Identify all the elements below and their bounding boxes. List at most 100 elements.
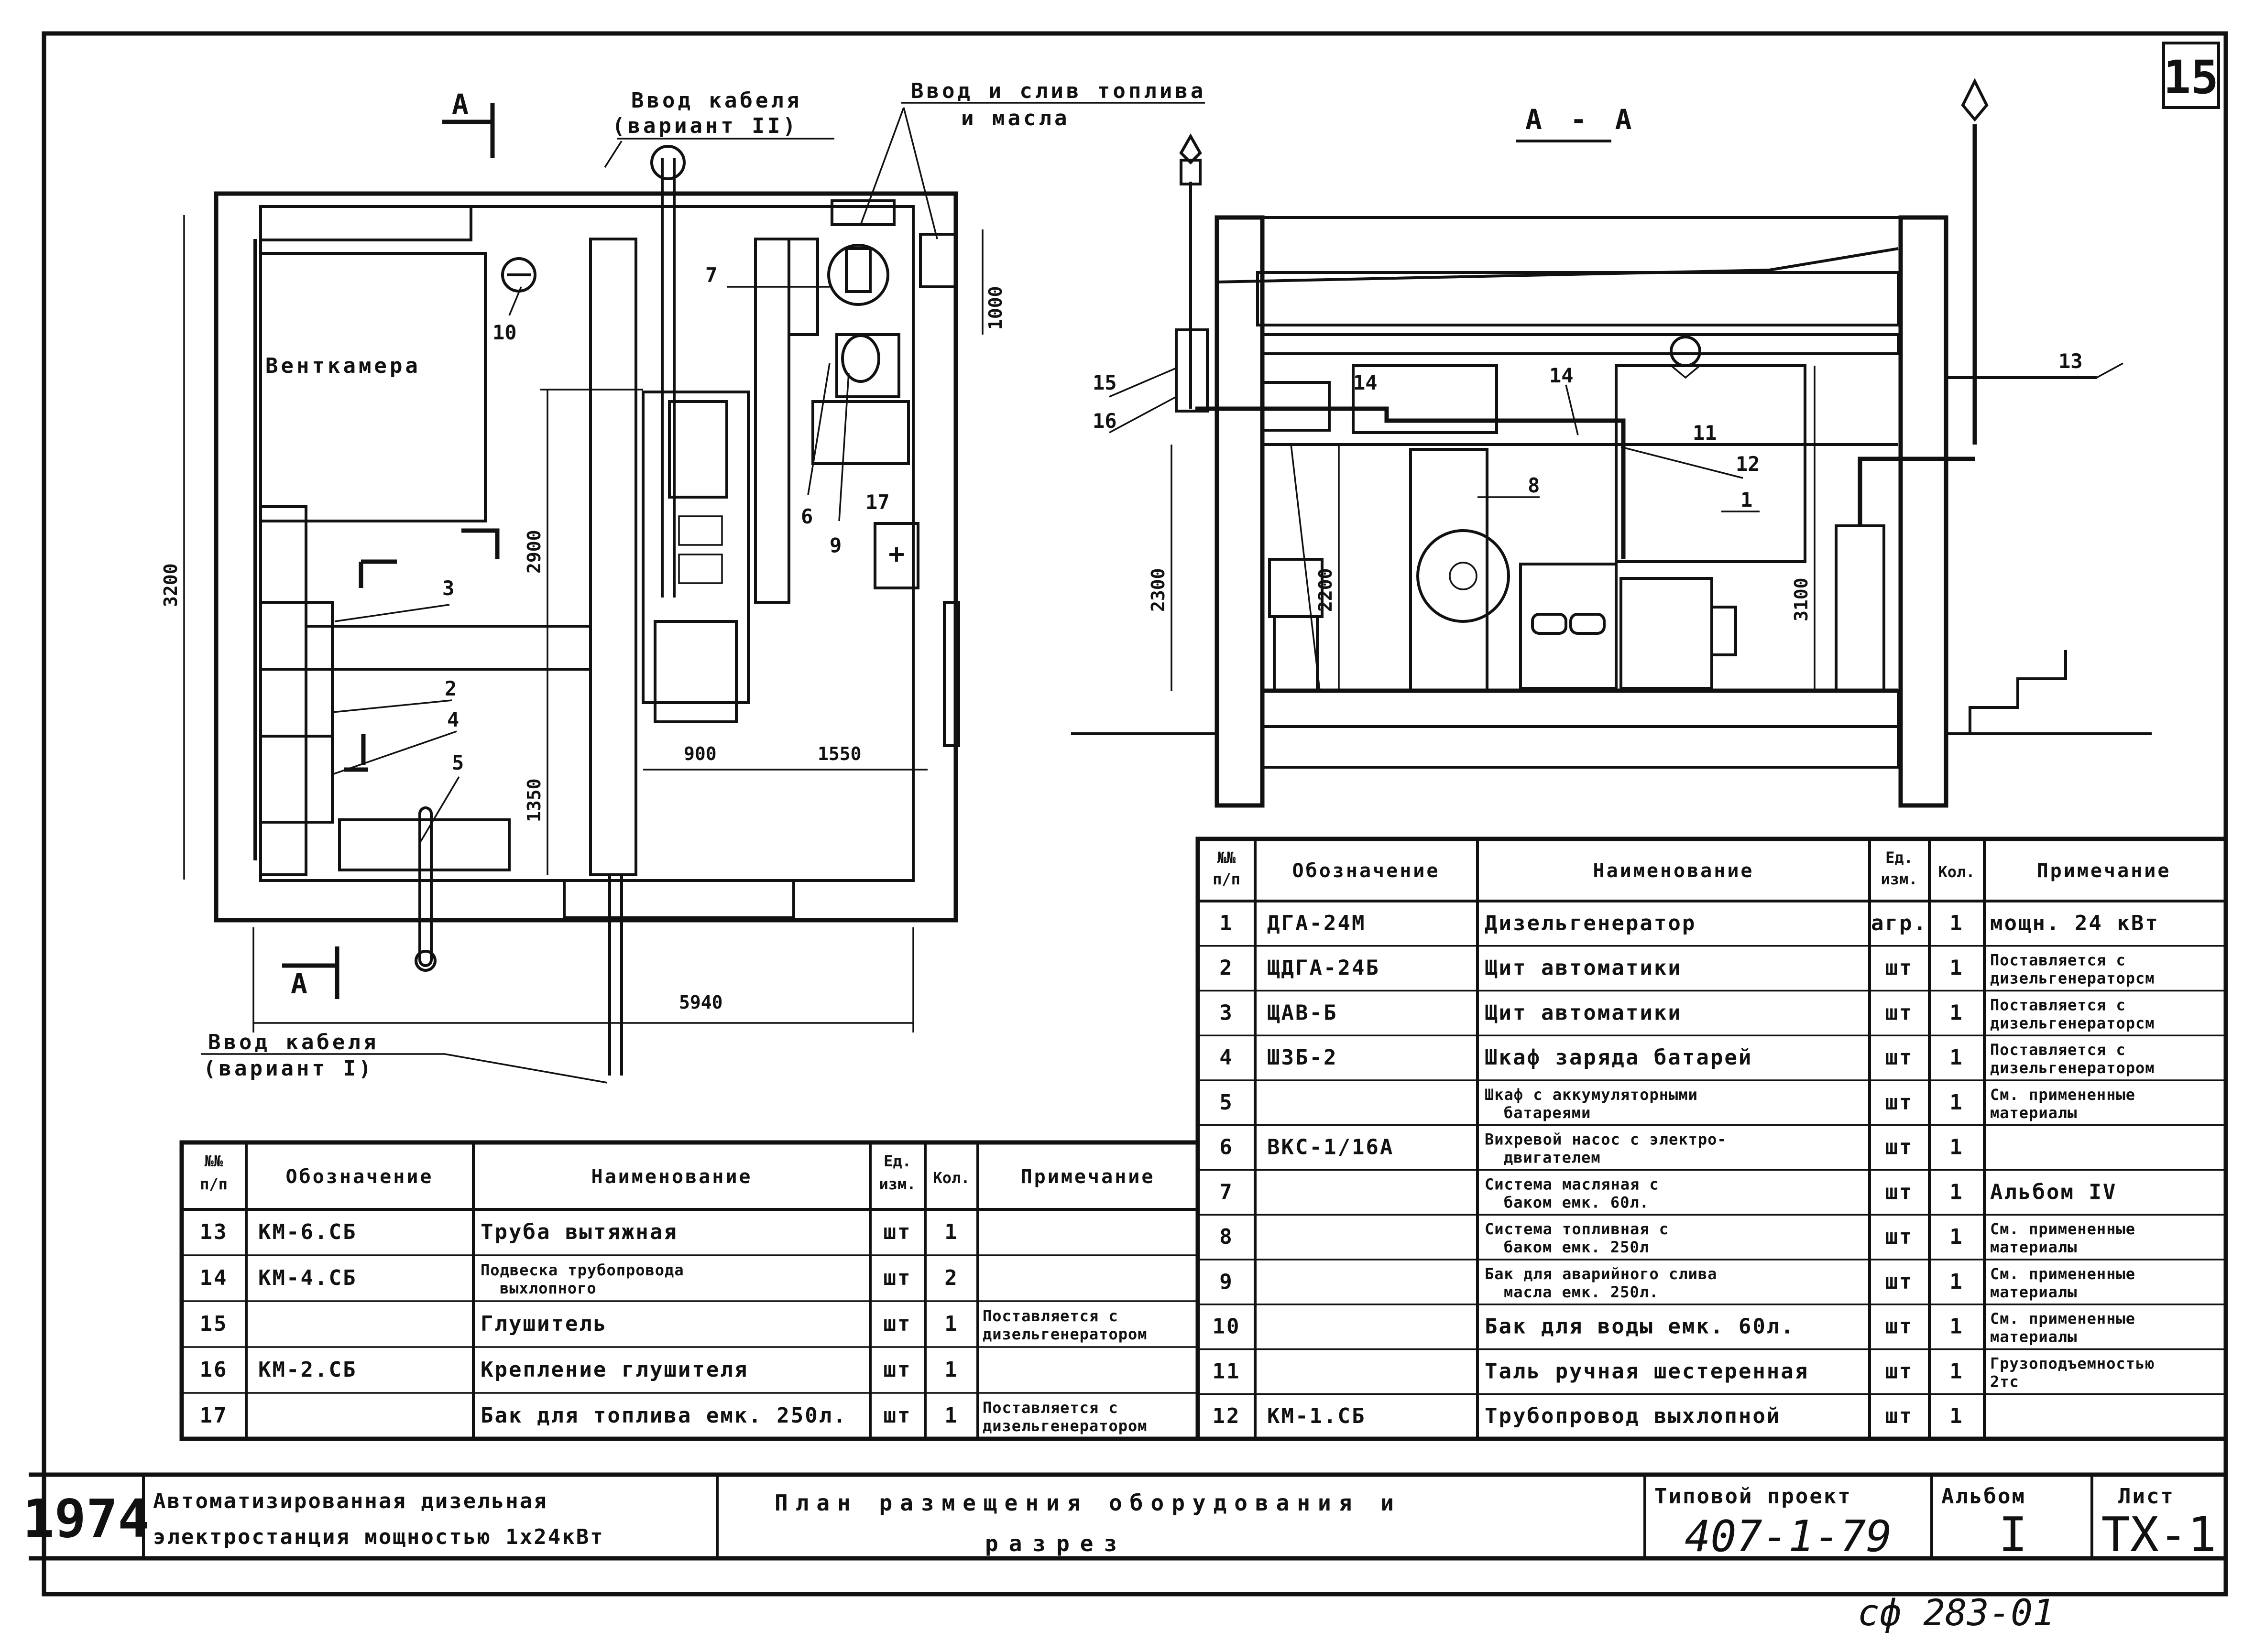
dim-1000: 1000 [985, 286, 1006, 330]
tag-1: 1 [1740, 488, 1752, 511]
dim-2900: 2900 [524, 530, 545, 574]
row-name: Таль ручная шестеренная [1485, 1359, 1809, 1383]
battery-rack-5 [338, 818, 511, 871]
rt-h-no2: п/п [1213, 870, 1240, 888]
row-qty: 1 [1949, 1045, 1964, 1070]
row-designation: ШЗБ-2 [1267, 1045, 1337, 1070]
row-unit: шт [1885, 1000, 1914, 1025]
tag-7: 7 [705, 263, 717, 287]
tag-14b: 14 [1549, 364, 1574, 387]
cabinet-4 [259, 735, 334, 824]
row-no: 13 [200, 1220, 228, 1244]
dim-1350: 1350 [524, 778, 545, 822]
row-note-2: дизельгенераторсм [1990, 969, 2155, 988]
row-note: мощн. 24 кВт [1990, 911, 2159, 935]
tag-14a: 14 [1353, 371, 1378, 394]
tb-sheet-code: ТХ-1 [2101, 1507, 2217, 1563]
rt-h-no1: №№ [1217, 848, 1236, 867]
row-designation: ЩАВ-Б [1267, 1000, 1337, 1025]
callout-cable-top-2: (вариант II) [612, 114, 799, 138]
row-unit: шт [1885, 1270, 1914, 1294]
row-no: 5 [1219, 1090, 1234, 1115]
fuel-tank-17 [874, 522, 919, 589]
dim-2200: 2200 [1315, 568, 1336, 612]
row-qty: 1 [1949, 1000, 1964, 1025]
lt-h-code: Обозначение [286, 1166, 434, 1188]
row-unit: шт [884, 1220, 912, 1244]
row-qty: 1 [1949, 1090, 1964, 1115]
row-name: Бак для аварийного слива [1485, 1265, 1717, 1283]
tb-album-no: I [1999, 1507, 2027, 1563]
row-note: Поставляется с [983, 1307, 1118, 1325]
row-qty: 1 [1949, 1225, 1964, 1249]
row-no: 4 [1219, 1045, 1234, 1070]
row-unit: шт [1885, 1135, 1914, 1160]
row-no: 15 [200, 1312, 228, 1336]
row-qty: 1 [1949, 1359, 1964, 1383]
tag-6: 6 [801, 505, 813, 528]
tb-reg-no: сф 283-01 [1858, 1591, 2055, 1634]
row-qty: 1 [1949, 1135, 1964, 1160]
lt-h-no2: п/п [200, 1175, 228, 1193]
title-block: 1974 Автоматизированная дизельная электр… [23, 1472, 2226, 1634]
row-designation: КМ-6.СБ [258, 1220, 357, 1244]
row-note-2: дизельгенератором [983, 1417, 1148, 1435]
tb-object-2: электростанция мощностью 1х24кВт [153, 1525, 604, 1549]
callout-cable-bottom-2: (вариант I) [203, 1056, 374, 1081]
callout-cable-top-1: Ввод кабеля [631, 88, 802, 113]
row-note: См. примененные [1990, 1220, 2135, 1238]
row-no: 14 [200, 1266, 228, 1290]
lt-h-unit2: изм. [879, 1175, 916, 1193]
row-note: Альбом IV [1990, 1180, 2117, 1204]
row-note: Грузоподъемностью [1990, 1354, 2155, 1372]
row-name-2: батареями [1504, 1104, 1591, 1122]
row-note-2: материалы [1990, 1328, 2077, 1346]
row-qty: 1 [1949, 1404, 1964, 1428]
floor-plan: Венткамера [160, 79, 1205, 1084]
tb-year: 1974 [23, 1488, 150, 1549]
row-unit: шт [1885, 1090, 1914, 1115]
row-note: См. примененные [1990, 1086, 2135, 1104]
tb-object-1: Автоматизированная дизельная [153, 1489, 548, 1513]
row-unit: шт [884, 1266, 912, 1290]
row-unit: шт [1885, 1315, 1914, 1339]
row-qty: 1 [944, 1220, 959, 1244]
oil-tank-7 [827, 244, 889, 306]
rt-h-name: Наименование [1593, 860, 1754, 882]
row-designation: ВКС-1/16А [1267, 1135, 1394, 1160]
tag-15: 15 [1093, 371, 1117, 394]
rt-h-unit2: изм. [1881, 870, 1917, 888]
row-unit: шт [1885, 1404, 1914, 1428]
tag-3: 3 [442, 576, 454, 600]
lt-h-no1: №№ [205, 1152, 223, 1170]
row-note-2: 2тс [1990, 1372, 2019, 1391]
row-no: 3 [1219, 1000, 1234, 1025]
row-unit: шт [1885, 1045, 1914, 1070]
enclosure-1 [1615, 364, 1806, 563]
row-name: Шкаф заряда батарей [1485, 1045, 1752, 1070]
row-name-2: масла емк. 250л. [1504, 1283, 1659, 1301]
row-no: 6 [1219, 1135, 1234, 1160]
row-note-2: материалы [1990, 1283, 2077, 1301]
tag-10: 10 [492, 321, 517, 344]
lt-h-unit1: Ед. [884, 1152, 911, 1170]
row-unit: шт [1885, 1180, 1914, 1204]
row-qty: 2 [944, 1266, 959, 1290]
row-qty: 1 [944, 1312, 959, 1336]
row-unit: шт [884, 1312, 912, 1336]
row-unit: шт [884, 1403, 912, 1428]
exhaust-pipe-12 [1195, 406, 1626, 559]
tag-2: 2 [445, 677, 457, 700]
row-designation: КМ-4.СБ [258, 1266, 357, 1290]
row-no: 9 [1219, 1270, 1234, 1294]
row-name: Щит автоматики [1485, 956, 1682, 980]
